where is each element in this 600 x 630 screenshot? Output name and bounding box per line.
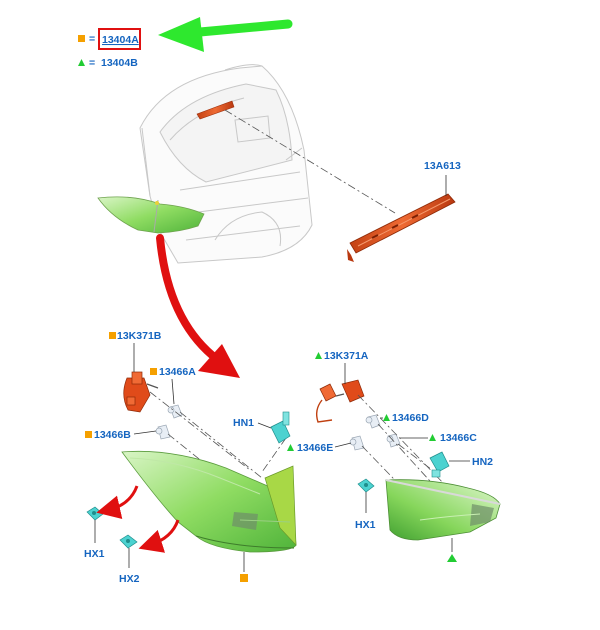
vehicle-tail-lamp [97,196,205,234]
right-tail-lamp [385,479,501,541]
leader-hmsl [224,109,396,214]
legend-square-equals: = [89,33,95,45]
high-mount-stop-lamp [347,193,456,262]
green-arrow-icon [158,17,293,52]
left-harness [123,371,159,413]
green-triangle-icon [383,414,390,421]
orange-square-icon [109,332,116,339]
label-HN2[interactable]: HN2 [472,456,493,468]
label-13466B[interactable]: 13466B [94,429,131,441]
right-socket [429,451,450,478]
label-13A613[interactable]: 13A613 [424,160,461,172]
red-arrow-small-2 [138,519,180,553]
green-triangle-icon [78,59,85,66]
legend: = 13404A = 13404B [78,28,141,69]
left-bulb-sockets [155,404,183,440]
label-13K371B[interactable]: 13K371B [117,330,162,342]
legend-triangle-code[interactable]: 13404B [101,57,138,69]
label-13466A[interactable]: 13466A [159,366,196,378]
green-triangle-icon [429,434,436,441]
orange-square-icon [78,35,85,42]
label-13K371A[interactable]: 13K371A [324,350,369,362]
orange-square-icon [240,574,248,582]
right-harness [315,379,365,423]
left-tail-lamp [121,450,297,553]
label-HX1-left[interactable]: HX1 [84,548,105,560]
legend-square-code[interactable]: 13404A [102,34,139,46]
label-HN1[interactable]: HN1 [233,417,254,429]
tailgate [139,64,313,264]
red-arrow-icon [156,234,240,378]
left-clip-2 [119,534,138,549]
legend-triangle-equals: = [89,57,95,69]
left-clip-1 [86,506,104,521]
red-arrow-small-1 [96,485,139,520]
label-13466D[interactable]: 13466D [392,412,429,424]
left-socket [270,411,291,444]
label-13466C[interactable]: 13466C [440,432,477,444]
green-triangle-icon [287,444,294,451]
tailgate-hmsl [196,100,235,120]
orange-square-icon [85,431,92,438]
label-HX2[interactable]: HX2 [119,573,140,585]
label-HX1-right[interactable]: HX1 [355,519,376,531]
green-triangle-icon [447,554,457,562]
right-clip [357,478,375,493]
legend-highlight-box [98,28,141,50]
label-13466E[interactable]: 13466E [297,442,333,454]
green-triangle-icon [315,352,322,359]
orange-square-icon [150,368,157,375]
